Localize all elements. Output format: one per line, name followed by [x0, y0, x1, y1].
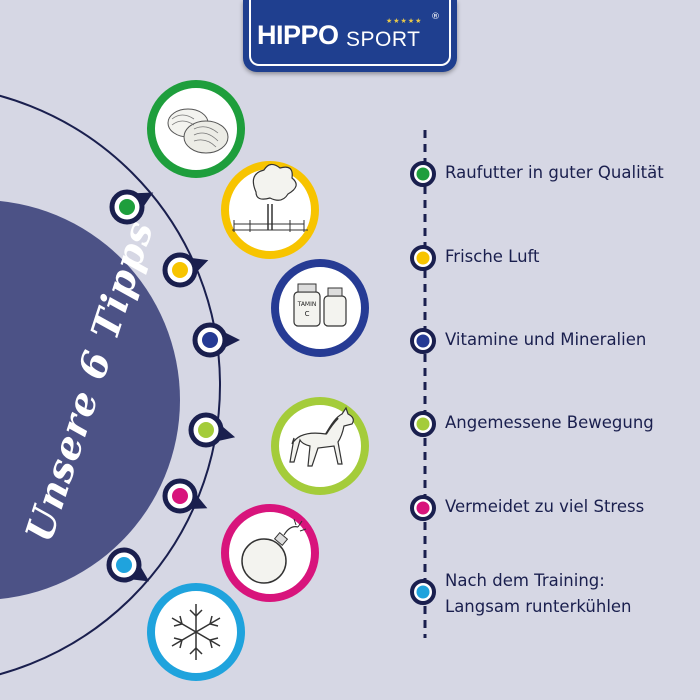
logo-registered-mark: ® [431, 12, 440, 22]
logo-frame [249, 0, 451, 66]
tip-item-6: Nach dem Training: Langsam runterkühlen [409, 568, 632, 620]
tip-item-2: Frische Luft [409, 244, 540, 272]
tip-dot-blue [410, 328, 436, 354]
ring-markers [106, 189, 240, 583]
jar-label-c: C [305, 310, 310, 318]
tip-dot-yellow [410, 245, 436, 271]
horse-icon [271, 397, 369, 495]
brand-logo: HIPPO SPORT ★★★★★ ® [243, 0, 457, 72]
jar-label: TAMIN [297, 301, 317, 308]
tip-item-1: Raufutter in guter Qualität [409, 160, 664, 188]
tip-dot-cyan [410, 579, 436, 605]
ring-marker-dot [119, 199, 135, 215]
ring-marker-dot [198, 422, 214, 438]
ring-marker-dot [116, 557, 132, 573]
ring-marker-dot [202, 332, 218, 348]
tip-label-6-line2: Langsam runterkühlen [445, 597, 632, 616]
tip-label-6: Nach dem Training: Langsam runterkühlen [445, 568, 632, 620]
tip-item-3: Vitamine und Mineralien [409, 327, 646, 355]
tip-label-5: Vermeidet zu viel Stress [445, 497, 645, 516]
tip-dot-magenta [410, 495, 436, 521]
tip-dot-lime [410, 411, 436, 437]
tip-label-4: Angemessene Bewegung [445, 413, 654, 432]
tip-label-3: Vitamine und Mineralien [445, 330, 647, 349]
logo-name-hippo: HIPPO [257, 20, 339, 50]
ring-marker-dot [172, 488, 188, 504]
bomb-icon [221, 504, 319, 602]
snowflake-icon [147, 583, 245, 681]
tip-label-1: Raufutter in guter Qualität [445, 163, 664, 182]
tip-item-5: Vermeidet zu viel Stress [409, 494, 644, 522]
title-disc [0, 201, 180, 599]
logo-name-sport: SPORT [346, 28, 421, 51]
ring-marker-pointer [224, 332, 240, 348]
tip-item-4: Angemessene Bewegung [409, 410, 654, 438]
tree-meadow-icon [221, 161, 319, 259]
logo-stars: ★★★★★ [386, 17, 423, 25]
tip-dot-green [410, 161, 436, 187]
ring-marker-dot [172, 262, 188, 278]
tip-icons: TAMIN C [147, 80, 369, 681]
tip-label-2: Frische Luft [445, 247, 540, 266]
vitamin-jars-icon: TAMIN C [271, 259, 369, 357]
orbit-ring [0, 94, 221, 676]
tip-label-6-line1: Nach dem Training: [445, 571, 605, 590]
hay-bales-icon [147, 80, 245, 178]
